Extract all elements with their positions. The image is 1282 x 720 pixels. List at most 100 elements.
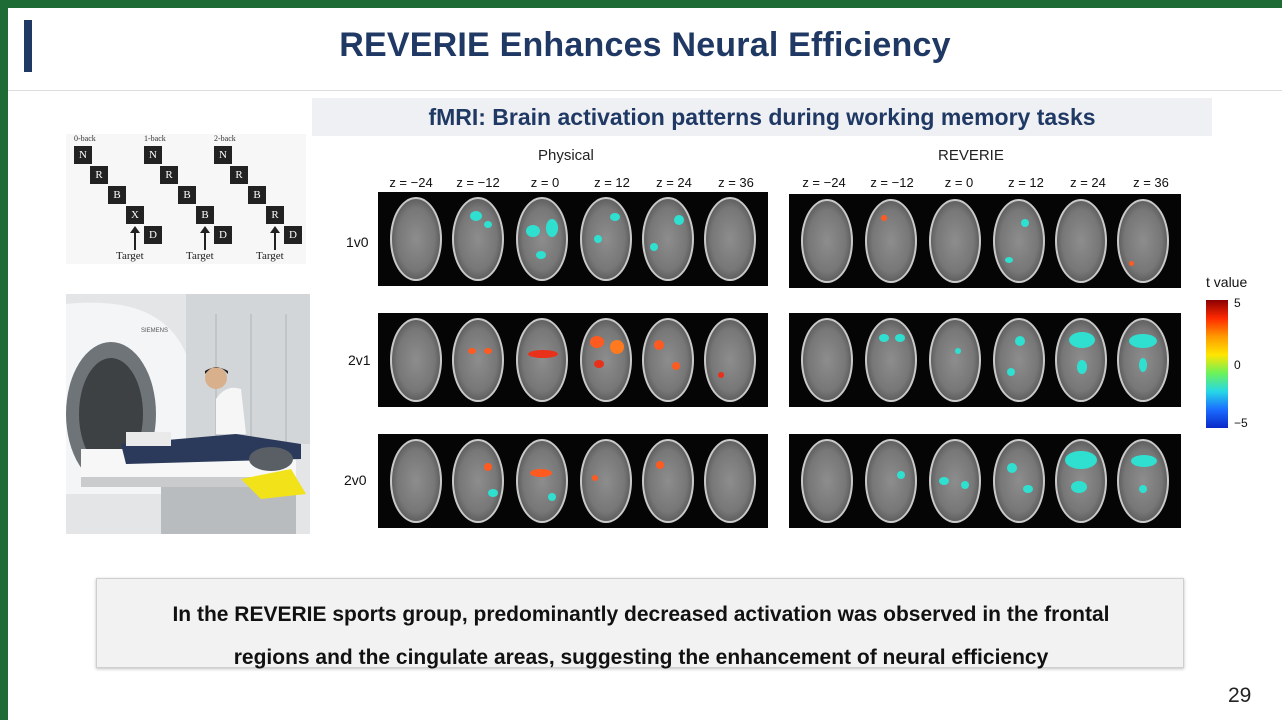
subtitle-background (312, 98, 1212, 136)
activation-blob (1015, 336, 1025, 346)
activation-blob (881, 215, 887, 221)
activation-blob (650, 243, 658, 251)
z-slice-label: z = 36 (718, 175, 754, 190)
brain-slice (580, 318, 632, 402)
activation-blob (546, 219, 558, 237)
colorbar-mid-label: 0 (1234, 358, 1241, 372)
nback-letter: R (90, 166, 108, 184)
activation-blob (1065, 451, 1097, 469)
activation-blob (610, 213, 620, 221)
brain-slice (704, 318, 756, 402)
brain-slice (516, 318, 568, 402)
brain-slice (642, 318, 694, 402)
nback-label: 1-back (144, 134, 166, 143)
nback-group-1: 1-back N R B B D Target (136, 134, 232, 264)
brain-panel-physical-1v0 (378, 192, 768, 286)
brain-slice (1117, 439, 1169, 523)
target-label: Target (116, 250, 144, 262)
nback-letter: D (144, 226, 162, 244)
z-slice-label: z = 0 (530, 175, 560, 190)
activation-blob (672, 362, 680, 370)
slide: REVERIE Enhances Neural Efficiency fMRI:… (8, 8, 1282, 720)
brain-slice (390, 197, 442, 281)
colorbar-min-label: −5 (1234, 416, 1248, 430)
z-slice-label: z = 12 (1008, 175, 1044, 190)
activation-blob (718, 372, 724, 378)
activation-blob (1069, 332, 1095, 348)
activation-blob (484, 221, 492, 228)
brain-slice (452, 197, 504, 281)
brain-panel-physical-2v0 (378, 434, 768, 528)
nback-group-0: 0-back N R B X D Target (66, 134, 162, 264)
mri-scanner-photo: SIEMENS (66, 294, 310, 534)
mri-scene-illustration: SIEMENS (66, 294, 310, 534)
brain-slice (1055, 439, 1107, 523)
target-arrow (130, 226, 140, 250)
activation-blob (674, 215, 684, 225)
brain-panel-physical-2v1 (378, 313, 768, 407)
brain-slice (1055, 318, 1107, 402)
activation-blob (1007, 368, 1015, 376)
nback-letter: B (178, 186, 196, 204)
activation-blob (656, 461, 664, 469)
nback-label: 0-back (74, 134, 96, 143)
conclusion-line-2: regions and the cingulate areas, suggest… (233, 646, 1049, 669)
activation-blob (1021, 219, 1029, 227)
target-arrow (200, 226, 210, 250)
activation-blob (939, 477, 949, 485)
row-label-2v0: 2v0 (344, 472, 367, 488)
nback-letter: B (108, 186, 126, 204)
z-slice-label: z = 24 (1070, 175, 1106, 190)
activation-blob (488, 489, 498, 497)
z-slice-label: z = −24 (802, 175, 846, 190)
activation-blob (1129, 334, 1157, 348)
nback-diagram: 0-back N R B X D Target 1-back N R B B D… (66, 134, 306, 264)
nback-letter: N (214, 146, 232, 164)
target-label: Target (256, 250, 284, 262)
page-number: 29 (1228, 684, 1252, 707)
conclusion-box: In the REVERIE sports group, predominant… (96, 578, 1184, 669)
activation-blob (528, 350, 558, 358)
nback-letter: B (196, 206, 214, 224)
nback-letter: N (144, 146, 162, 164)
z-slice-label: z = 0 (944, 175, 974, 190)
nback-letter: N (74, 146, 92, 164)
activation-blob (590, 336, 604, 348)
brain-slice (865, 318, 917, 402)
brain-slice (993, 439, 1045, 523)
nback-group-2: 2-back N R B R D Target (206, 134, 302, 264)
t-value-colorbar (1206, 300, 1228, 428)
colorbar-max-label: 5 (1234, 296, 1241, 310)
brain-slice (929, 199, 981, 283)
title-bar: REVERIE Enhances Neural Efficiency (8, 8, 1282, 91)
nback-letter: D (284, 226, 302, 244)
activation-blob (1005, 257, 1013, 263)
brain-slice (865, 439, 917, 523)
activation-blob (897, 471, 905, 479)
row-label-1v0: 1v0 (346, 234, 369, 250)
activation-blob (594, 360, 604, 368)
brain-slice (704, 439, 756, 523)
condition-label-physical: Physical (538, 147, 594, 164)
activation-blob (654, 340, 664, 350)
brain-slice (1117, 199, 1169, 283)
target-arrow (270, 226, 280, 250)
z-slice-label: z = 24 (656, 175, 692, 190)
activation-blob (1139, 358, 1147, 372)
condition-label-reverie: REVERIE (938, 147, 1004, 164)
nback-letter: R (266, 206, 284, 224)
activation-blob (610, 340, 624, 354)
activation-blob (594, 235, 602, 243)
brain-slice (642, 197, 694, 281)
z-slice-label: z = −12 (456, 175, 500, 190)
brain-slice (1055, 199, 1107, 283)
slide-title: REVERIE Enhances Neural Efficiency (339, 26, 951, 64)
brain-slice (801, 318, 853, 402)
brain-slice (1117, 318, 1169, 402)
nback-letter: X (126, 206, 144, 224)
activation-blob (955, 348, 961, 354)
brain-slice (452, 318, 504, 402)
brain-slice (993, 199, 1045, 283)
nback-letter: R (230, 166, 248, 184)
activation-blob (1023, 485, 1033, 493)
